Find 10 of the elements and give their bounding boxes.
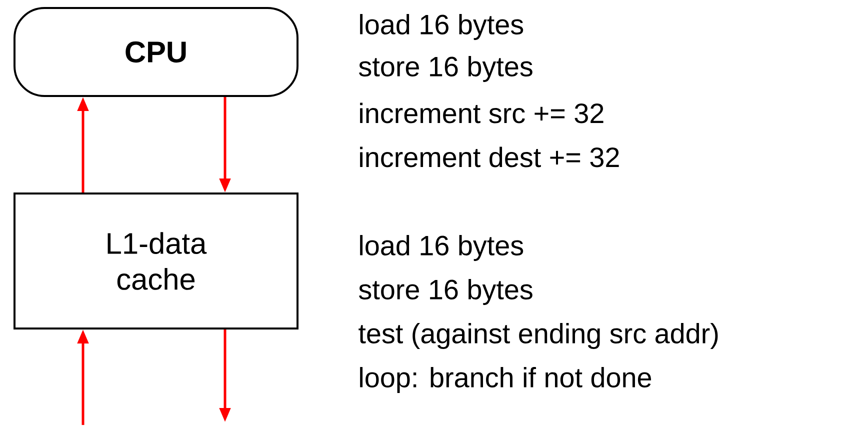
processor-box: CPU bbox=[14, 7, 298, 97]
code-line: loop: branch if not done bbox=[360, 367, 652, 393]
code-line: increment dest += 32 bbox=[360, 146, 619, 168]
code-line: store 16 bytes bbox=[358, 279, 532, 305]
cache-box: L1-data cache bbox=[14, 192, 298, 330]
code-line: test (against ending src addr) bbox=[358, 323, 718, 349]
code-line: store 16 bytes bbox=[358, 56, 532, 82]
code-line: increment src += 32 bbox=[360, 102, 604, 124]
code-line: load 16 bytes bbox=[360, 14, 524, 40]
code-line: load 16 bytes bbox=[360, 235, 524, 261]
